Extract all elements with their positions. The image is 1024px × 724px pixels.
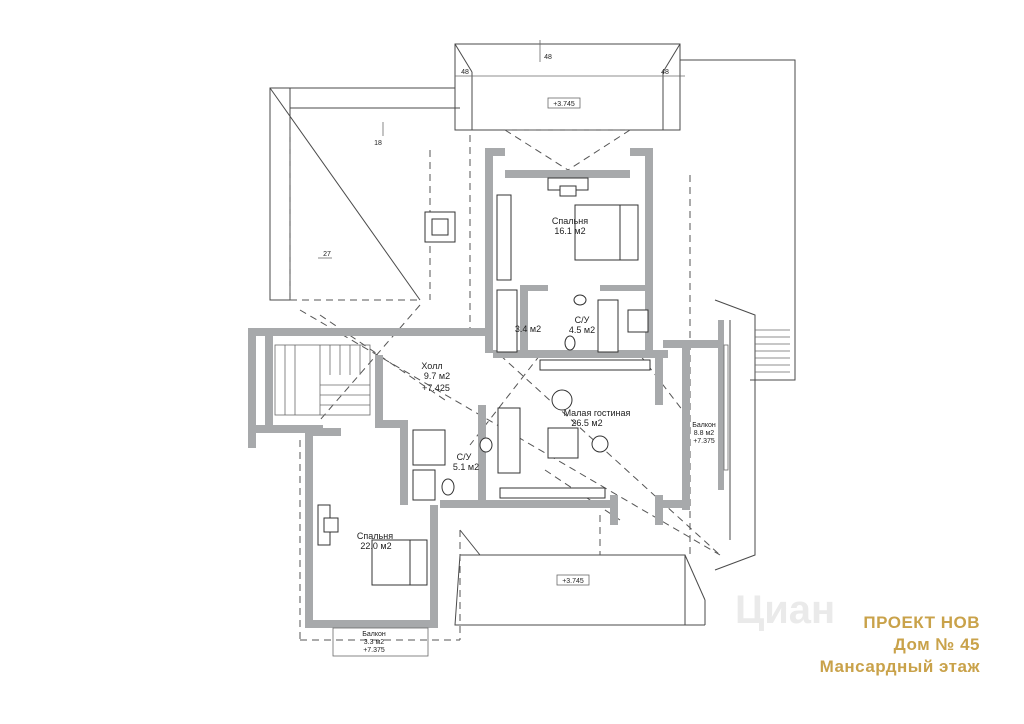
slope-mark-a: 18 [374, 140, 382, 147]
room-level: +7.375 [363, 647, 385, 654]
level-mark-roof-top: +3.745 [553, 101, 575, 108]
project-title: ПРОЕКТ НОВ [863, 613, 980, 632]
dimension-left: 48 [461, 69, 469, 76]
room-area: 3.3 м2 [364, 639, 384, 646]
room-name: Балкон [692, 422, 716, 429]
room-name: Балкон [362, 631, 386, 638]
room-level: +7.425 [422, 383, 450, 393]
room-name: Малая гостиная [564, 408, 631, 418]
room-name: Холл [421, 361, 442, 371]
level-mark-roof-bottom: +3.745 [562, 578, 584, 585]
house-number: Дом № 45 [893, 635, 980, 654]
room-name: Спальня [552, 216, 588, 226]
dimension-top: 48 [544, 54, 552, 61]
dimension-right: 48 [661, 69, 669, 76]
dimension-marks: +3.745 +3.745 48 48 48 18 27 [318, 40, 685, 586]
room-area: 26.5 м2 [571, 418, 602, 428]
staircase [274, 344, 371, 416]
room-area: 22.0 м2 [360, 541, 391, 551]
walls [248, 148, 724, 628]
room-labels: Спальня 16.1 м2 С/У 4.5 м2 3.4 м2 Холл 9… [357, 216, 716, 654]
room-name: С/У [457, 452, 472, 462]
room-area: 8.8 м2 [694, 430, 714, 437]
room-area: 5.1 м2 [453, 462, 479, 472]
exterior-steps [755, 329, 790, 373]
room-area: 4.5 м2 [569, 325, 595, 335]
room-level: +7.375 [693, 438, 715, 445]
room-area: 3.4 м2 [515, 324, 541, 334]
room-area: 9.7 м2 [424, 371, 450, 381]
furniture [274, 177, 729, 657]
room-name: Спальня [357, 531, 393, 541]
slope-mark-b: 27 [323, 251, 331, 258]
room-name: С/У [575, 315, 590, 325]
floor-name: Мансардный этаж [819, 657, 980, 676]
room-area: 16.1 м2 [554, 226, 585, 236]
title-block: ПРОЕКТ НОВ Дом № 45 Мансардный этаж [820, 612, 980, 678]
watermark: Циан [735, 588, 836, 632]
